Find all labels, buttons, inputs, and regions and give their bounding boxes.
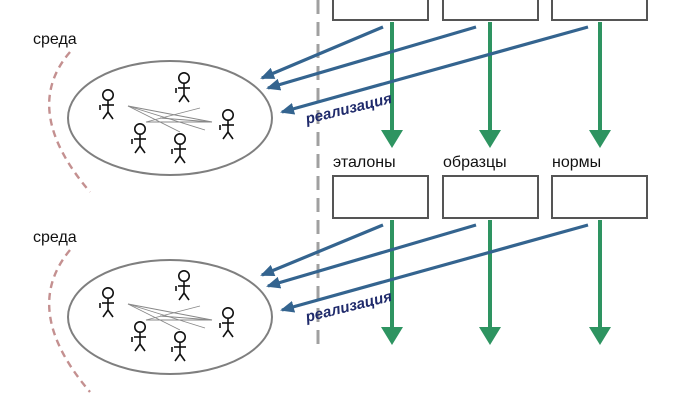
middle-box-1 xyxy=(332,175,429,219)
green-arrowhead-1 xyxy=(381,130,403,148)
blue-arrow-4 xyxy=(260,223,384,277)
group-ellipse-upper xyxy=(67,60,273,176)
top-box-group xyxy=(332,0,648,21)
environment-label-upper: среда xyxy=(33,31,77,48)
green-arrows-upper xyxy=(390,22,602,133)
middle-box-group xyxy=(332,175,648,219)
green-arrowheads-upper xyxy=(381,130,611,148)
people-group-upper xyxy=(67,60,273,176)
blue-arrows-upper xyxy=(260,25,589,115)
middle-box-3 xyxy=(551,175,648,219)
people-group-lower xyxy=(67,259,273,375)
green-arrowhead-4 xyxy=(381,327,403,345)
blue-arrow-5 xyxy=(266,223,477,289)
environment-arc-upper xyxy=(47,51,91,193)
connection-lines-lower xyxy=(127,303,213,331)
blue-arrow-3 xyxy=(280,25,589,115)
blue-arrows-lower xyxy=(260,223,589,313)
top-box-2 xyxy=(442,0,539,21)
green-arrowhead-5 xyxy=(479,327,501,345)
top-box-1 xyxy=(332,0,429,21)
green-arrowheads-lower xyxy=(381,327,611,345)
label-obrazcy: образцы xyxy=(443,154,507,171)
green-arrows-lower xyxy=(390,220,602,330)
label-normy: нормы xyxy=(552,154,601,171)
green-arrowhead-2 xyxy=(479,130,501,148)
environment-label-lower: среда xyxy=(33,229,77,246)
environment-arc-lower xyxy=(47,249,91,393)
green-arrowhead-3 xyxy=(589,130,611,148)
blue-arrow-6 xyxy=(280,223,589,313)
middle-box-2 xyxy=(442,175,539,219)
label-etalony: эталоны xyxy=(333,154,396,171)
connection-lines-upper xyxy=(127,105,213,133)
blue-arrow-1 xyxy=(260,25,384,80)
blue-arrow-2 xyxy=(266,25,477,91)
green-arrowhead-6 xyxy=(589,327,611,345)
top-box-3 xyxy=(551,0,648,21)
